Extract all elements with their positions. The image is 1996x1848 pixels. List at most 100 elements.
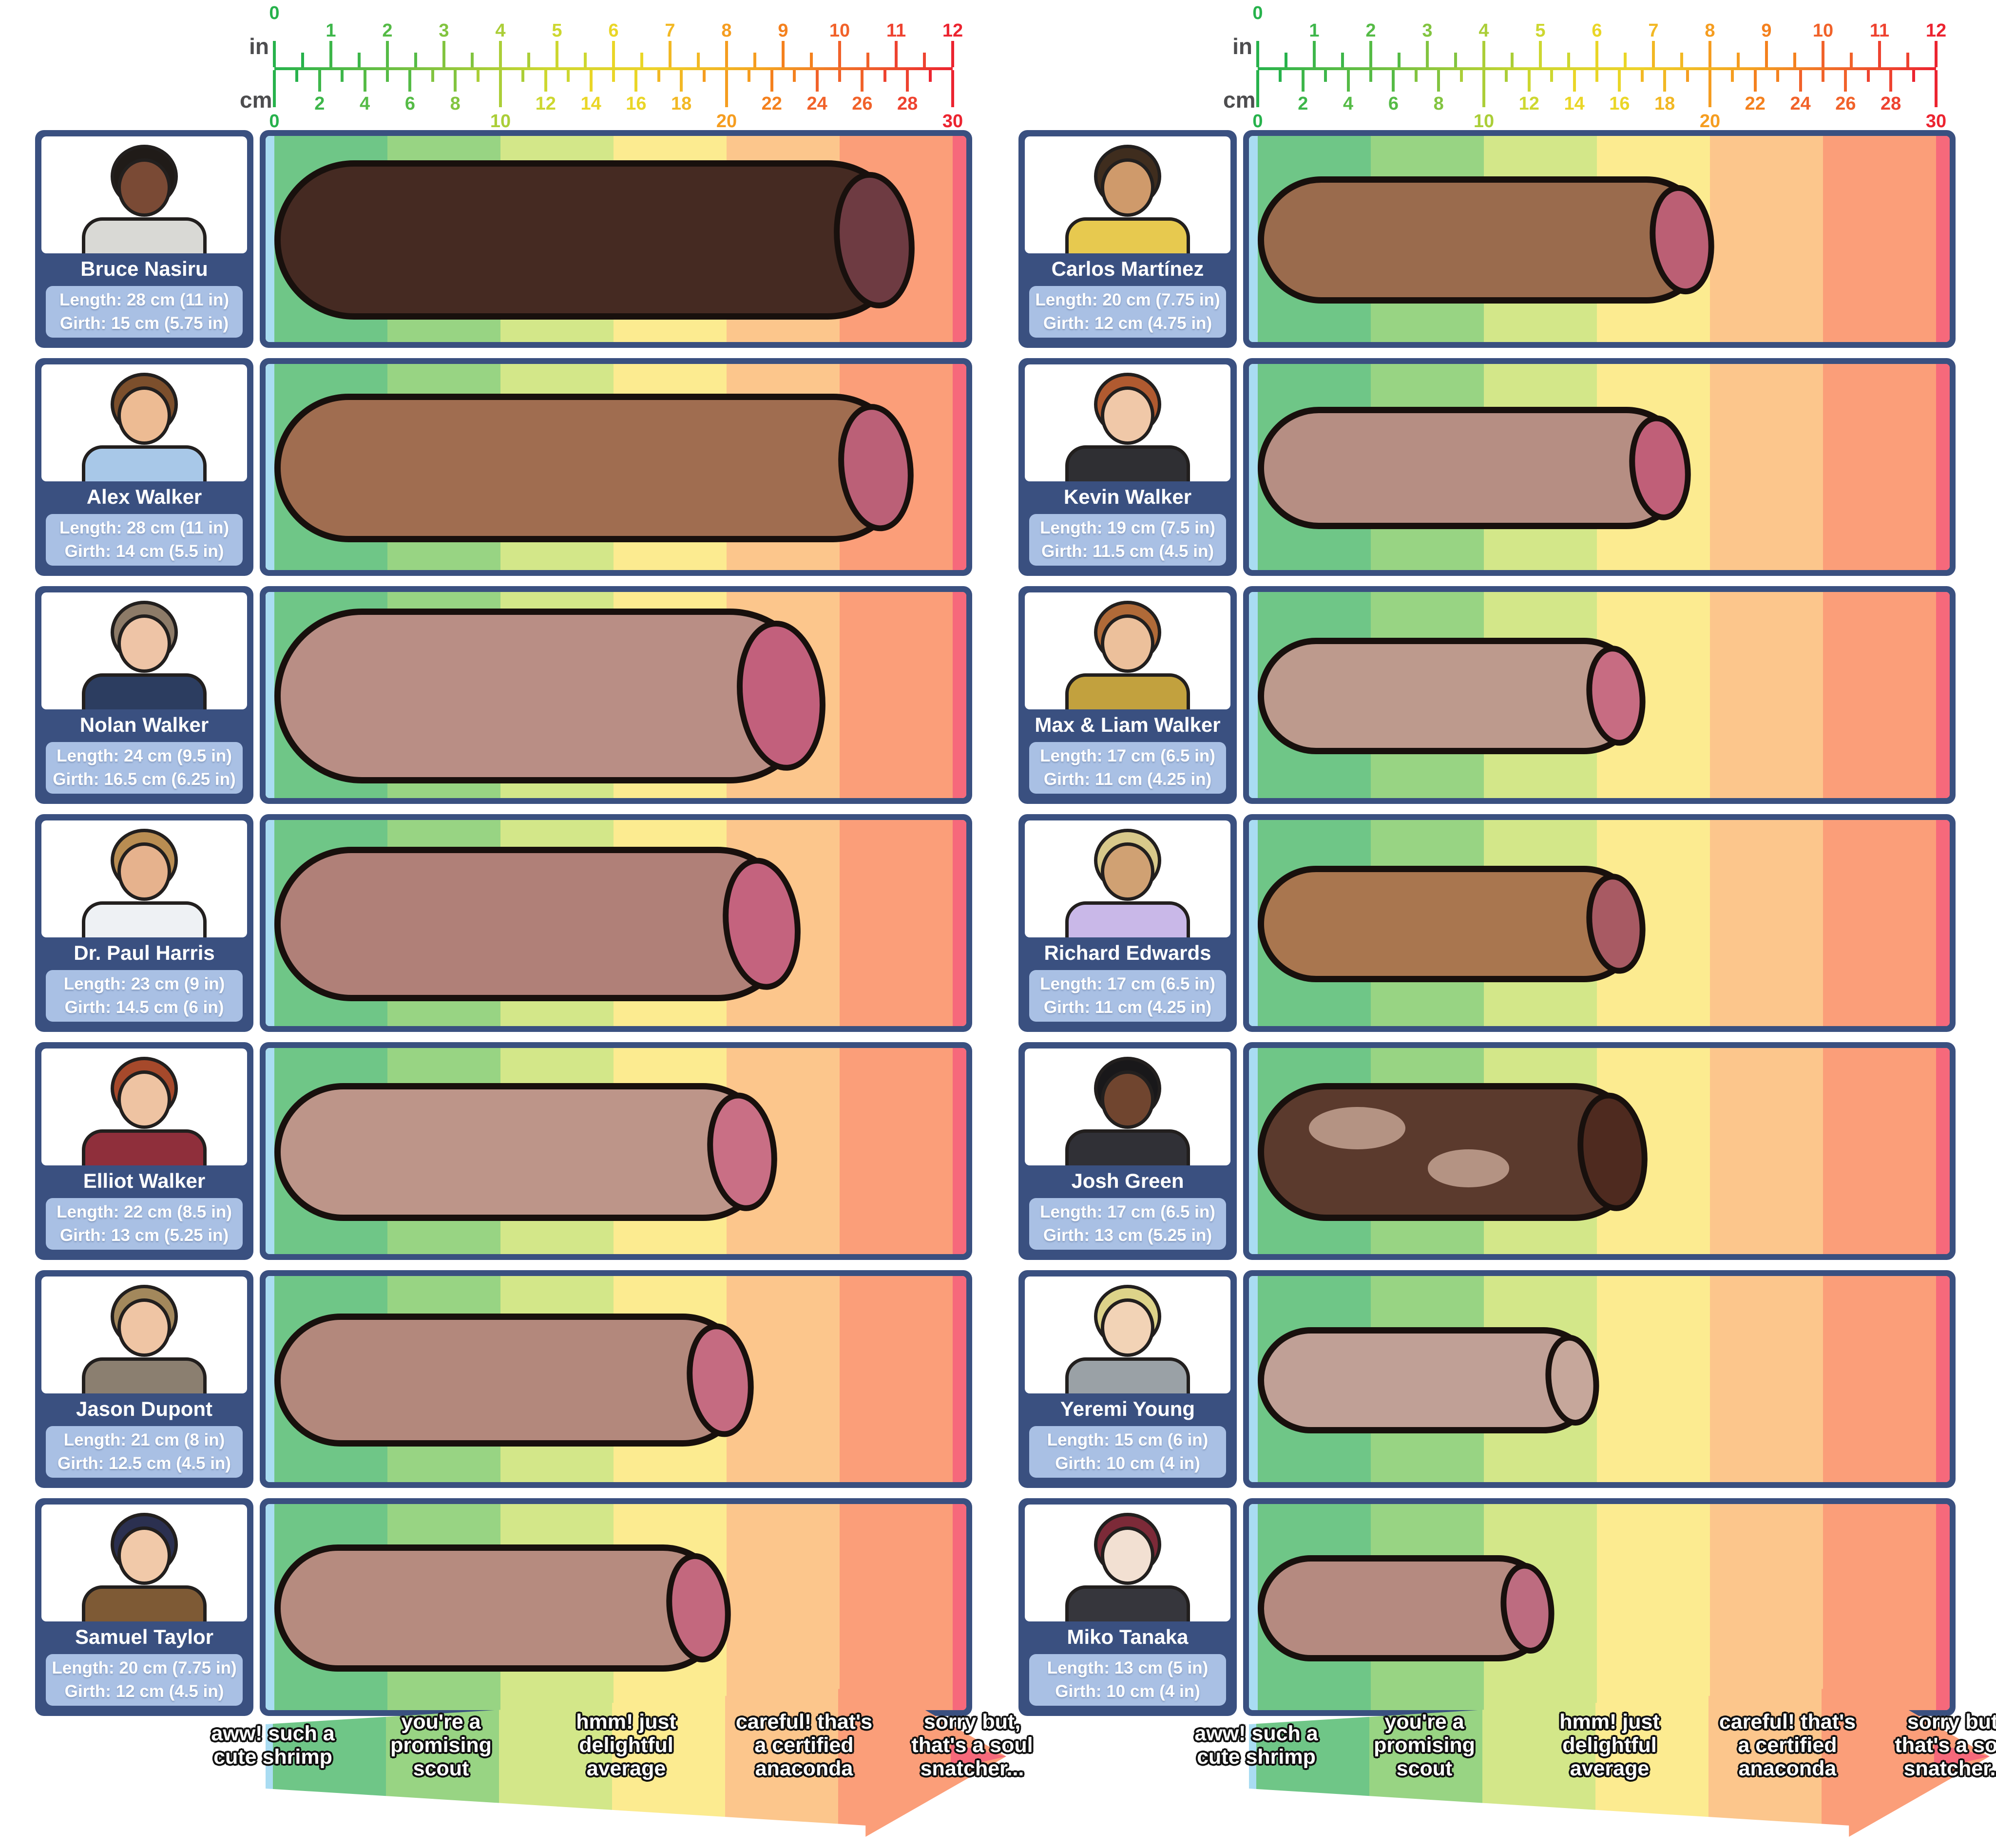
cm-tick [1505, 70, 1508, 82]
character-name: Miko Tanaka [1067, 1625, 1189, 1648]
length-label: Length: 17 cm (6.5 in) [1040, 746, 1215, 765]
avatar [78, 144, 210, 253]
girth-label: Girth: 16.5 cm (6.25 in) [53, 770, 236, 789]
rating-label: aww! such a cute shrimp [1194, 1721, 1318, 1769]
inch-tick [499, 41, 502, 67]
cm-tick-label: 18 [671, 94, 692, 114]
avatar-head [1101, 1298, 1154, 1357]
cm-tick-label: 4 [360, 94, 370, 114]
scale-area [1249, 136, 1950, 342]
cm-tick-label: 0 [269, 111, 280, 132]
cm-tick [1708, 70, 1711, 107]
scale-band [1710, 1276, 1823, 1482]
scale-blue-sliver [1249, 820, 1258, 1026]
cm-tick-label: 10 [1473, 111, 1495, 132]
stats-panel: Length: 21 cm (8 in)Girth: 12.5 cm (4.5 … [46, 1426, 243, 1478]
inch-tick [1822, 41, 1824, 67]
inch-tick-label: 4 [495, 20, 506, 41]
inch-tick [1935, 41, 1938, 67]
scale-band [1823, 364, 1936, 570]
rating-label: sorry but, that's a soul snatcher... [1895, 1710, 1996, 1780]
measurement-bar [274, 393, 920, 543]
girth-label: Girth: 11 cm (4.25 in) [1043, 998, 1212, 1017]
inch-tick [669, 41, 672, 67]
avatar [78, 1512, 210, 1621]
cm-tick [589, 70, 593, 92]
cm-tick [1799, 70, 1802, 92]
inch-tick-label: 9 [778, 20, 788, 41]
measurement-bar [274, 1544, 736, 1672]
stats-panel: Length: 20 cm (7.75 in)Girth: 12 cm (4.5… [46, 1654, 243, 1706]
scale-blue-sliver [266, 1048, 274, 1254]
cm-tick [1595, 70, 1598, 82]
inch-tick-label: 4 [1478, 20, 1489, 41]
scale-band [1823, 1504, 1936, 1710]
cm-tick [1866, 70, 1870, 82]
measurement-bar [1258, 1083, 1653, 1221]
cm-tick-label: 2 [314, 94, 325, 114]
portrait-image [41, 364, 247, 481]
rating-label: careful! that's a certified anaconda [735, 1710, 873, 1780]
cm-tick-label: 16 [1609, 94, 1630, 114]
length-label: Length: 24 cm (9.5 in) [57, 746, 232, 765]
avatar-head [117, 1070, 171, 1129]
girth-label: Girth: 15 cm (5.75 in) [59, 314, 229, 333]
scale-band [1823, 1276, 1936, 1482]
avatar-shoulders [82, 901, 207, 937]
cm-tick [1346, 70, 1350, 92]
avatar-head [1101, 386, 1154, 445]
girth-label: Girth: 11.5 cm (4.5 in) [1041, 542, 1214, 561]
avatar-head [117, 1298, 171, 1357]
cm-tick-label: 14 [1564, 94, 1585, 114]
stats-panel: Length: 17 cm (6.5 in)Girth: 11 cm (4.25… [1029, 970, 1226, 1022]
inch-unit-label: in [1232, 34, 1252, 59]
half-inch-tick [1906, 53, 1909, 67]
stats-panel: Length: 23 cm (9 in)Girth: 14.5 cm (6 in… [46, 970, 243, 1022]
cm-tick [363, 70, 366, 92]
scale-band [727, 1504, 840, 1710]
inch-tick-label: 12 [1925, 20, 1947, 41]
portrait-image [41, 136, 247, 253]
cm-tick [1753, 70, 1757, 92]
avatar-shoulders [82, 217, 207, 253]
cm-tick [657, 70, 660, 82]
cm-tick-label: 24 [1790, 94, 1811, 114]
scale-area [1249, 1504, 1950, 1710]
cm-tick-label: 4 [1343, 94, 1354, 114]
avatar-shoulders [82, 1357, 207, 1393]
cm-tick-label: 28 [897, 94, 918, 114]
scale-area [266, 1048, 966, 1254]
inch-tick [1595, 41, 1598, 67]
scale-blue-sliver [266, 364, 274, 570]
scale-red-sliver [1936, 592, 1950, 798]
scale-band [840, 1048, 953, 1254]
half-inch-tick [753, 53, 756, 67]
funnel-band [612, 1676, 725, 1837]
measurement-bar [1258, 865, 1651, 983]
avatar [78, 1056, 210, 1165]
half-inch-tick [1454, 53, 1457, 67]
inch-tick-label: 3 [439, 20, 449, 41]
scale-red-sliver [953, 364, 966, 570]
cm-tick-label: 30 [1925, 111, 1947, 132]
girth-label: Girth: 14.5 cm (6 in) [64, 998, 224, 1017]
avatar [1062, 144, 1193, 253]
girth-label: Girth: 10 cm (4 in) [1055, 1454, 1200, 1473]
scale-blue-sliver [266, 820, 274, 1026]
girth-label: Girth: 13 cm (5.25 in) [59, 1226, 229, 1245]
inch-tick-label: 12 [942, 20, 963, 41]
scale-red-sliver [1936, 1048, 1950, 1254]
scale-red-sliver [953, 1276, 966, 1482]
cm-tick [567, 70, 570, 82]
size-chart-row [1243, 1498, 1956, 1716]
cm-tick [748, 70, 751, 82]
avatar-shoulders [1065, 1129, 1190, 1165]
inch-tick-label: 2 [382, 20, 393, 41]
cm-tick [1437, 70, 1440, 92]
